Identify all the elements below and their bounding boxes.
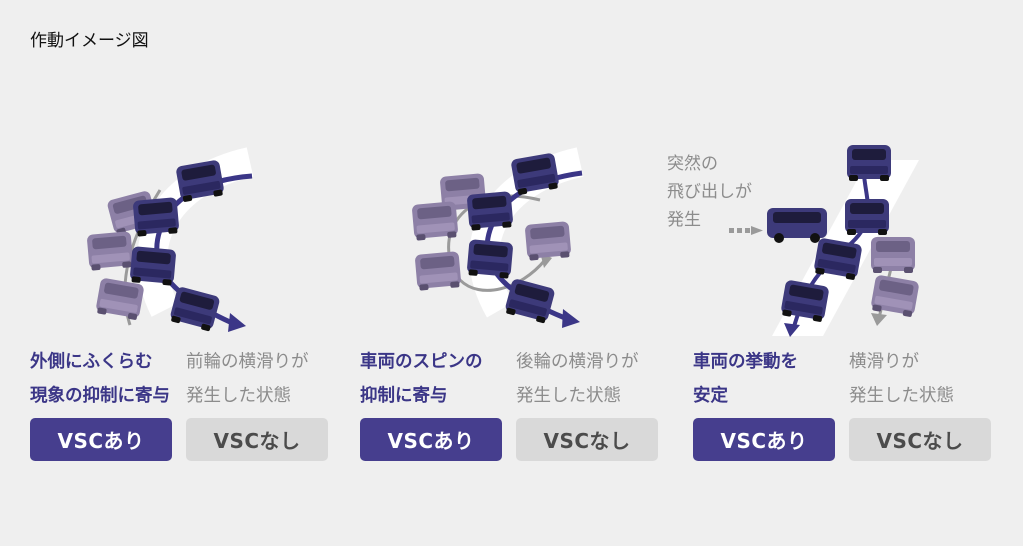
car-vsc bbox=[510, 152, 560, 196]
vsc-off-caption: 前輪の横滑りが 発生した状態 bbox=[186, 352, 309, 406]
car-ghost bbox=[871, 237, 915, 273]
vsc-on-button[interactable]: VSCあり bbox=[693, 418, 835, 461]
car-ghost bbox=[411, 201, 459, 241]
car-vsc bbox=[813, 237, 863, 281]
car-ghost bbox=[870, 274, 920, 318]
vsc-on-button[interactable]: VSCあり bbox=[30, 418, 172, 461]
sudden-obstacle-note: 突然の 飛び出しが 発生 bbox=[667, 154, 752, 230]
vsc-off-button[interactable]: VSCなし bbox=[516, 418, 658, 461]
car-vsc bbox=[845, 199, 889, 235]
vsc-off-caption: 後輪の横滑りが 発生した状態 bbox=[516, 352, 639, 406]
car-vsc bbox=[132, 197, 180, 237]
vsc-on-button[interactable]: VSCあり bbox=[360, 418, 502, 461]
obstacle-car bbox=[767, 208, 827, 243]
car-vsc bbox=[503, 277, 556, 325]
avoidance-illustration bbox=[729, 145, 920, 337]
vsc-on-caption: 車両のスピンの 抑制に寄与 bbox=[360, 352, 483, 406]
car-vsc bbox=[847, 145, 891, 181]
car-vsc bbox=[129, 246, 177, 286]
oversteer-illustration bbox=[411, 147, 584, 328]
car-vsc bbox=[168, 285, 221, 333]
car-ghost bbox=[414, 251, 462, 291]
panel-sudden-obstacle: 突然の 飛び出しが 発生 車両の挙動を 安定 横滑りが 発生した状態 VSCあり bbox=[667, 0, 1003, 546]
page-title: 作動イメージ図 bbox=[30, 31, 149, 51]
understeer-illustration bbox=[86, 147, 254, 333]
panel-understeer: 外側にふくらむ 現象の抑制に寄与 前輪の横滑りが 発生した状態 VSCあり VS… bbox=[20, 0, 340, 546]
car-ghost bbox=[86, 231, 134, 271]
vsc-off-button[interactable]: VSCなし bbox=[186, 418, 328, 461]
panel-oversteer: 車両のスピンの 抑制に寄与 後輪の横滑りが 発生した状態 VSCあり VSCなし bbox=[350, 0, 670, 546]
vsc-on-caption: 車両の挙動を 安定 bbox=[693, 352, 798, 406]
car-vsc bbox=[466, 191, 514, 231]
car-vsc bbox=[175, 159, 225, 203]
car-ghost bbox=[95, 277, 145, 321]
vsc-off-caption: 横滑りが 発生した状態 bbox=[849, 352, 954, 406]
car-vsc bbox=[466, 239, 514, 279]
car-vsc bbox=[780, 279, 830, 323]
car-ghost bbox=[524, 221, 572, 261]
vsc-off-button[interactable]: VSCなし bbox=[849, 418, 991, 461]
vsc-on-caption: 外側にふくらむ 現象の抑制に寄与 bbox=[30, 352, 170, 406]
